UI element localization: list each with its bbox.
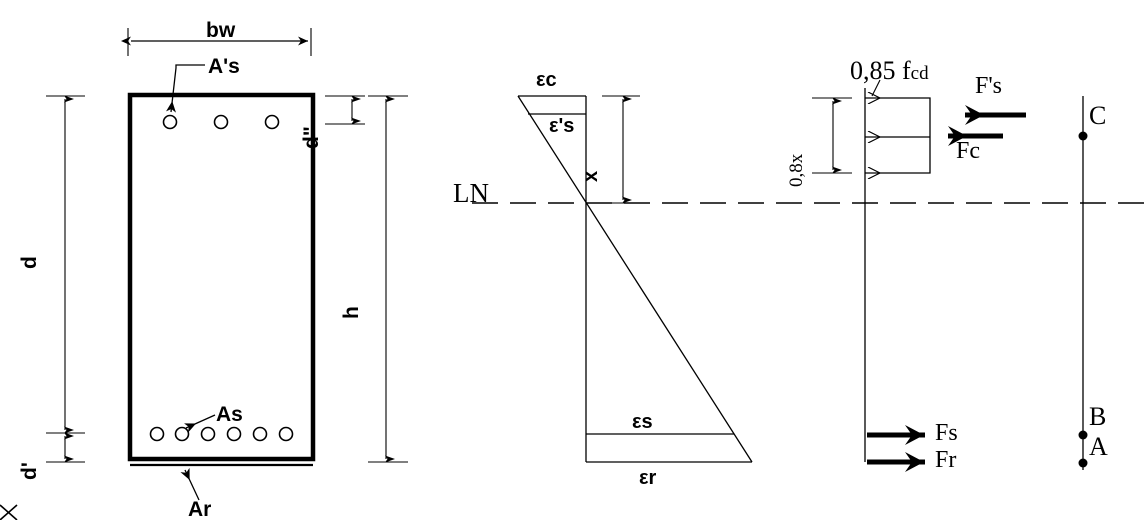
- dimension-d-prime: [46, 432, 85, 463]
- label-fcd-main: 0,85 f: [850, 56, 911, 85]
- label-epsilon-s: εs: [632, 411, 653, 433]
- dimension-h: [368, 95, 408, 463]
- registration-mark: [0, 504, 18, 520]
- dimension-0-8x: [812, 97, 852, 174]
- point-a-dot: [1078, 458, 1088, 468]
- label-0-8x: 0,8x: [786, 153, 807, 187]
- point-c-dot: [1078, 131, 1088, 141]
- label-h: h: [340, 306, 363, 319]
- label-d: d: [18, 256, 41, 269]
- label-fr: Fr: [935, 447, 957, 473]
- label-ar: Ar: [188, 498, 212, 520]
- domain-points-group: [1078, 96, 1088, 470]
- label-fcd-sub: cd: [910, 63, 929, 84]
- label-epsilon-c: εc: [536, 69, 557, 91]
- label-ln: LN: [453, 178, 489, 208]
- leader-as: [183, 414, 216, 433]
- label-a-prime-s: A's: [208, 55, 240, 78]
- label-bw: bw: [206, 19, 236, 42]
- point-b-dot: [1078, 430, 1088, 440]
- strain-diagram-group: [517, 95, 753, 463]
- label-fs: Fs: [935, 420, 958, 446]
- label-epsilon-prime-s: ε's: [549, 115, 575, 137]
- dimension-d-double-prime: [325, 95, 365, 125]
- stress-block-rect: [865, 97, 931, 174]
- label-x: x: [580, 170, 602, 182]
- beam-outline: [127, 92, 316, 462]
- label-fcd: 0,85 fcd: [850, 58, 929, 84]
- top-rebar-group: [162, 114, 280, 130]
- dimension-x: [602, 95, 640, 204]
- label-point-b: B: [1089, 402, 1107, 431]
- dimension-d: [46, 95, 85, 434]
- label-epsilon-r: εr: [639, 467, 657, 489]
- leader-a-prime-s: [166, 64, 205, 113]
- leader-ar: [180, 467, 200, 501]
- label-point-c: C: [1089, 101, 1107, 130]
- label-point-a: A: [1089, 432, 1108, 461]
- label-f-prime-s: F's: [975, 73, 1003, 99]
- stress-block-group: [812, 79, 1026, 472]
- bottom-rebar-group: [149, 426, 294, 442]
- dimension-bw: [121, 28, 312, 56]
- cross-section-group: [46, 28, 408, 501]
- label-as: As: [216, 403, 243, 426]
- strain-diagonal: [517, 95, 753, 463]
- label-fc: Fc: [956, 138, 980, 164]
- label-d-prime: d': [18, 462, 41, 480]
- label-d-double-prime: d": [300, 126, 323, 149]
